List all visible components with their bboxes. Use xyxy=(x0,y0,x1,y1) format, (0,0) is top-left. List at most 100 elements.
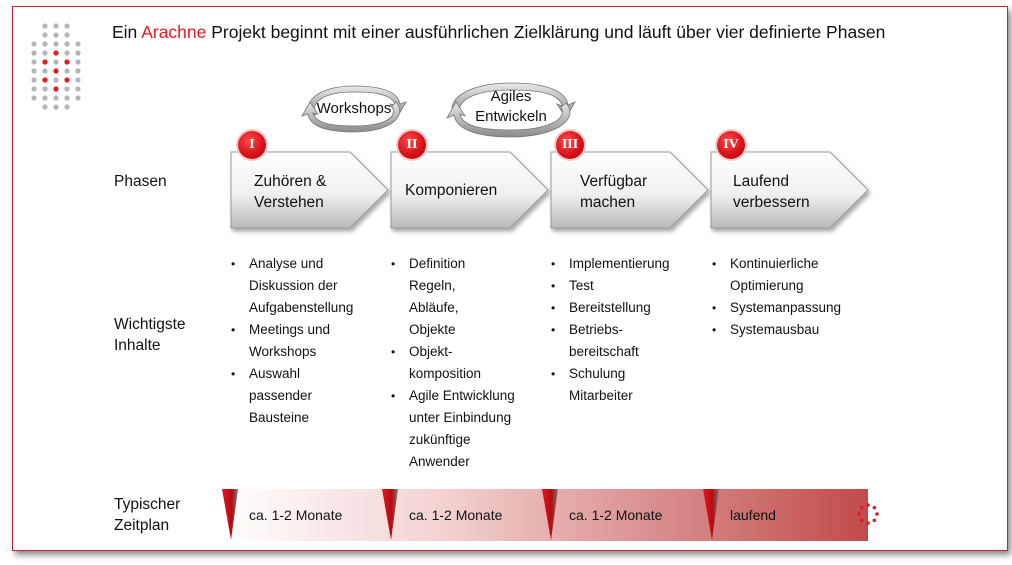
row-label-line: Typischer xyxy=(114,496,181,513)
phase-chevron-2 xyxy=(390,151,549,229)
logo-dot xyxy=(64,86,70,92)
logo-dot xyxy=(53,59,59,65)
logo-dot xyxy=(42,68,48,74)
schedule-phase-3: ca. 1-2 Monate xyxy=(569,507,663,523)
end-dot xyxy=(859,518,864,523)
timeline-marker-2 xyxy=(382,489,398,540)
logo-dot xyxy=(42,77,48,83)
logo-dot xyxy=(64,32,70,38)
logo-dot xyxy=(31,77,37,83)
phase-title-line: Verstehen xyxy=(254,194,324,211)
logo-dot xyxy=(31,95,37,101)
logo-dot xyxy=(64,23,70,29)
end-dot xyxy=(875,512,879,516)
logo-dot xyxy=(75,68,81,74)
logo-dot xyxy=(64,59,70,65)
cycle-label-line: Agiles xyxy=(490,88,532,105)
logo-dot xyxy=(75,77,81,83)
row-label-contents: Wichtigste Inhalte xyxy=(114,314,186,356)
phase-title-3: Verfügbar machen xyxy=(580,171,647,213)
logo-dot xyxy=(75,86,81,92)
cycle-arrows-icon xyxy=(301,85,407,133)
timeline-marker-1 xyxy=(222,489,238,540)
logo-dot xyxy=(42,32,48,38)
logo-dot xyxy=(53,32,59,38)
logo-dot xyxy=(31,86,37,92)
list-item: Systemausbau xyxy=(712,319,841,341)
logo-dot xyxy=(53,77,59,83)
timeline-end-dots-icon xyxy=(857,503,879,525)
phase-title-2: Komponieren xyxy=(405,180,497,201)
logo-dot xyxy=(42,86,48,92)
logo-dot xyxy=(64,50,70,56)
phase-3-contents: Implementierung Test Bereitstellung Betr… xyxy=(551,253,670,407)
logo-dot xyxy=(42,50,48,56)
logo-dot xyxy=(31,59,37,65)
schedule-phase-1: ca. 1-2 Monate xyxy=(249,507,343,523)
logo-dot xyxy=(42,59,48,65)
phase-number-badge: III xyxy=(556,131,584,159)
phase-title-1: Zuhören & Verstehen xyxy=(254,171,326,213)
logo-dot xyxy=(64,41,70,47)
logo-dot xyxy=(64,104,70,110)
end-dot xyxy=(859,505,864,510)
logo-dot xyxy=(64,95,70,101)
title-brand: Arachne xyxy=(141,22,207,42)
phase-title-line: Komponieren xyxy=(405,182,498,199)
logo-dot xyxy=(53,23,59,29)
row-label-line: Inhalte xyxy=(114,337,161,354)
end-dot xyxy=(857,512,861,516)
end-dot xyxy=(872,505,877,510)
logo-dot xyxy=(75,59,81,65)
schedule-phase-4: laufend xyxy=(730,507,776,523)
logo-dot xyxy=(75,95,81,101)
phase-title-line: Laufend xyxy=(733,173,790,190)
logo-dot xyxy=(53,68,59,74)
title-prefix: Ein xyxy=(112,22,142,42)
end-dot xyxy=(866,521,870,525)
cycle-label-line: Entwickeln xyxy=(475,108,547,125)
list-item: Implementierung xyxy=(551,253,669,275)
timeline-marker-4 xyxy=(703,489,719,540)
logo-dot xyxy=(64,68,70,74)
slide-title: Ein Arachne Projekt beginnt mit einer au… xyxy=(112,20,952,44)
cycle-arrows-icon xyxy=(446,82,576,138)
row-label-line: Zeitplan xyxy=(114,517,170,534)
logo-dot xyxy=(42,23,48,29)
phase-title-line: Zuhören & xyxy=(254,173,327,190)
list-item: Betriebs-bereitschaft xyxy=(551,319,670,363)
logo-dot xyxy=(31,68,37,74)
phase-title-line: verbessern xyxy=(733,194,810,211)
phase-number-badge: II xyxy=(398,131,426,159)
logo-dot xyxy=(75,41,81,47)
phase-title-4: Laufend verbessern xyxy=(733,171,810,213)
phase-chevron-4 xyxy=(710,151,869,229)
logo-dot xyxy=(53,41,59,47)
logo-dot xyxy=(31,50,37,56)
logo-dot xyxy=(64,77,70,83)
cycle-label-workshops: Workshops xyxy=(316,100,392,117)
list-item: Objekt-komposition xyxy=(391,341,515,385)
row-label-schedule: Typischer Zeitplan xyxy=(114,494,180,536)
phase-chevron-1 xyxy=(230,151,389,229)
logo-dot xyxy=(42,95,48,101)
logo-dot xyxy=(75,50,81,56)
title-suffix: Projekt beginnt mit einer ausführlichen … xyxy=(206,22,886,42)
timeline-marker-3 xyxy=(542,489,558,540)
logo-dot xyxy=(42,41,48,47)
list-item: Systemanpassung xyxy=(712,297,841,319)
logo-dot xyxy=(53,95,59,101)
list-item: Test xyxy=(551,275,670,297)
logo-dot xyxy=(31,41,37,47)
phase-chevron-3 xyxy=(550,151,709,229)
dot-grid-logo-icon xyxy=(31,23,81,110)
